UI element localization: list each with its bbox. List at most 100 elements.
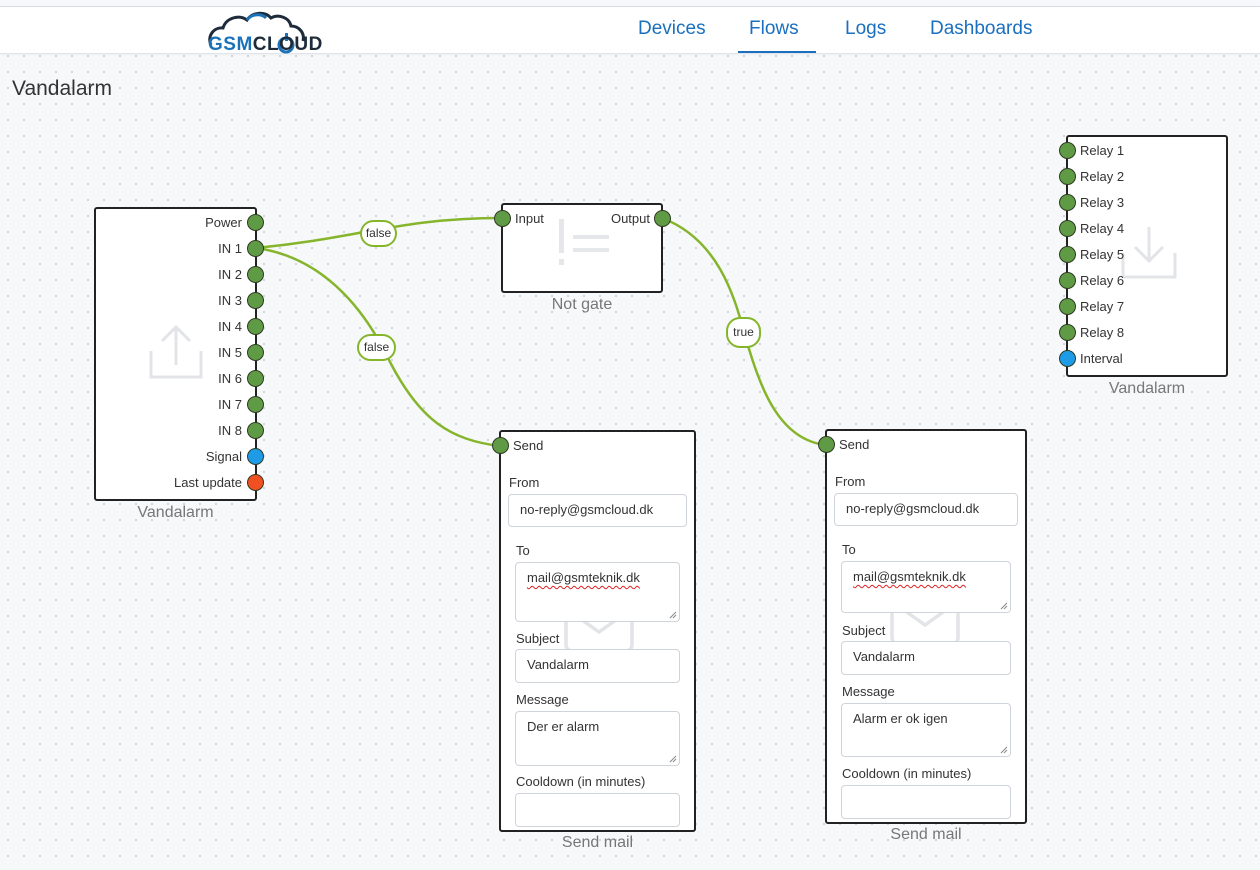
nav-dashboards[interactable]: Dashboards — [930, 18, 1033, 39]
send-mail-1-to-textarea[interactable]: mail@gsmteknik.dk — [515, 562, 680, 622]
port-label-in3: IN 3 — [218, 293, 242, 308]
port-relay-3[interactable] — [1059, 194, 1076, 211]
send-mail-2-message-value: Alarm er ok igen — [853, 711, 948, 726]
port-power[interactable] — [247, 214, 264, 231]
send-mail-2-message-label: Message — [842, 684, 895, 699]
wire-label-true[interactable]: true — [726, 317, 761, 348]
port-label-power: Power — [205, 215, 242, 230]
send-mail-1-send-label: Send — [513, 438, 544, 453]
send-mail-1-cooldown-label: Cooldown (in minutes) — [516, 774, 646, 789]
send-mail-2-to-label: To — [842, 542, 856, 557]
port-label-last-update: Last update — [174, 475, 242, 490]
port-in5[interactable] — [247, 344, 264, 361]
not-gate-caption: Not gate — [551, 296, 613, 313]
port-label-signal: Signal — [205, 449, 242, 464]
port-relay-8[interactable] — [1059, 324, 1076, 341]
port-signal[interactable] — [247, 448, 264, 465]
send-mail-2-cooldown-input[interactable] — [841, 785, 1011, 819]
send-mail-1-from-label: From — [509, 475, 540, 490]
port-relay-2[interactable] — [1059, 168, 1076, 185]
port-relay-6[interactable] — [1059, 272, 1076, 289]
port-relay-5[interactable] — [1059, 246, 1076, 263]
port-label-relay-2: Relay 2 — [1080, 169, 1125, 184]
port-in4[interactable] — [247, 318, 264, 335]
send-mail-1-send-port[interactable] — [492, 437, 509, 454]
port-relay-4[interactable] — [1059, 220, 1076, 237]
port-in1[interactable] — [247, 240, 264, 257]
send-mail-1-message-value: Der er alarm — [527, 719, 600, 734]
send-mail-2-caption: Send mail — [890, 826, 962, 843]
port-label-interval: Interval — [1080, 351, 1123, 366]
port-label-in1: IN 1 — [218, 241, 242, 256]
wire-label-false-2[interactable]: false — [357, 334, 396, 361]
send-mail-1-subject-label: Subject — [516, 631, 560, 646]
port-label-in8: IN 8 — [218, 423, 242, 438]
port-in2[interactable] — [247, 266, 264, 283]
download-icon — [1121, 227, 1177, 279]
resize-handle-icon[interactable] — [1000, 746, 1008, 754]
port-label-relay-3: Relay 3 — [1080, 195, 1125, 210]
not-gate-node[interactable] — [501, 203, 663, 293]
send-mail-1-to-label: To — [516, 543, 530, 558]
send-mail-1-subject-input[interactable]: Vandalarm — [515, 649, 680, 683]
send-mail-2-message-textarea[interactable]: Alarm er ok igen — [841, 703, 1011, 757]
port-interval[interactable] — [1059, 350, 1076, 367]
port-last-update[interactable] — [247, 474, 264, 491]
port-in7[interactable] — [247, 396, 264, 413]
upload-icon — [149, 324, 203, 379]
port-in8[interactable] — [247, 422, 264, 439]
top-navbar: GSMCLOUD Devices Flows Logs Dashboards — [0, 7, 1260, 55]
port-label-relay-1: Relay 1 — [1080, 143, 1125, 158]
logo-wordmark: GSMCLOUD — [208, 34, 323, 55]
output-node-caption: Vandalarm — [1108, 380, 1186, 397]
resize-handle-icon[interactable] — [669, 611, 677, 619]
cloud-logo-icon — [208, 11, 305, 54]
input-node-caption: Vandalarm — [137, 504, 214, 521]
nav-logs[interactable]: Logs — [845, 18, 887, 39]
send-mail-1-to-value: mail@gsmteknik.dk — [527, 570, 640, 585]
port-in3[interactable] — [247, 292, 264, 309]
send-mail-2-from-input[interactable]: no-reply@gsmcloud.dk — [834, 493, 1018, 526]
send-mail-2-to-value: mail@gsmteknik.dk — [853, 569, 966, 584]
input-device-node[interactable] — [94, 207, 257, 501]
send-mail-2-from-label: From — [835, 474, 866, 489]
port-label-relay-4: Relay 4 — [1080, 221, 1125, 236]
active-tab-indicator — [738, 51, 816, 53]
port-label-relay-5: Relay 5 — [1080, 247, 1125, 262]
not-equal-icon — [559, 219, 609, 265]
port-label-in5: IN 5 — [218, 345, 242, 360]
send-mail-1-cooldown-input[interactable] — [515, 793, 680, 827]
send-mail-2-cooldown-label: Cooldown (in minutes) — [842, 766, 972, 781]
output-device-node[interactable] — [1066, 135, 1228, 377]
port-label-in4: IN 4 — [218, 319, 242, 334]
resize-handle-icon[interactable] — [669, 755, 677, 763]
send-mail-2-to-textarea[interactable]: mail@gsmteknik.dk — [841, 561, 1011, 613]
send-mail-2-subject-input[interactable]: Vandalarm — [841, 641, 1011, 675]
top-border — [0, 6, 1260, 7]
not-gate-output-label: Output — [610, 211, 650, 226]
send-mail-2-send-port[interactable] — [818, 436, 835, 453]
wire-label-false-1[interactable]: false — [360, 220, 397, 247]
send-mail-1-from-input[interactable]: no-reply@gsmcloud.dk — [508, 494, 687, 527]
port-label-relay-7: Relay 7 — [1080, 299, 1125, 314]
not-gate-output-port[interactable] — [654, 210, 671, 227]
nav-flows[interactable]: Flows — [749, 18, 799, 39]
send-mail-2-send-label: Send — [839, 437, 870, 452]
wire-in1-to-send-mail-1 — [255, 246, 501, 448]
send-mail-1-message-textarea[interactable]: Der er alarm — [515, 711, 680, 766]
not-gate-input-port[interactable] — [494, 210, 511, 227]
port-label-relay-8: Relay 8 — [1080, 325, 1125, 340]
not-gate-input-label: Input — [515, 211, 544, 226]
port-relay-1[interactable] — [1059, 142, 1076, 159]
send-mail-1-message-label: Message — [516, 692, 569, 707]
port-in6[interactable] — [247, 370, 264, 387]
send-mail-2-subject-label: Subject — [842, 623, 886, 638]
port-label-in7: IN 7 — [218, 397, 242, 412]
nav-devices[interactable]: Devices — [638, 18, 706, 39]
page-title: Vandalarm — [12, 77, 112, 100]
resize-handle-icon[interactable] — [1000, 602, 1008, 610]
port-label-in6: IN 6 — [218, 371, 242, 386]
gsmcloud-logo[interactable]: GSMCLOUD — [205, 9, 355, 55]
port-label-relay-6: Relay 6 — [1080, 273, 1125, 288]
port-relay-7[interactable] — [1059, 298, 1076, 315]
